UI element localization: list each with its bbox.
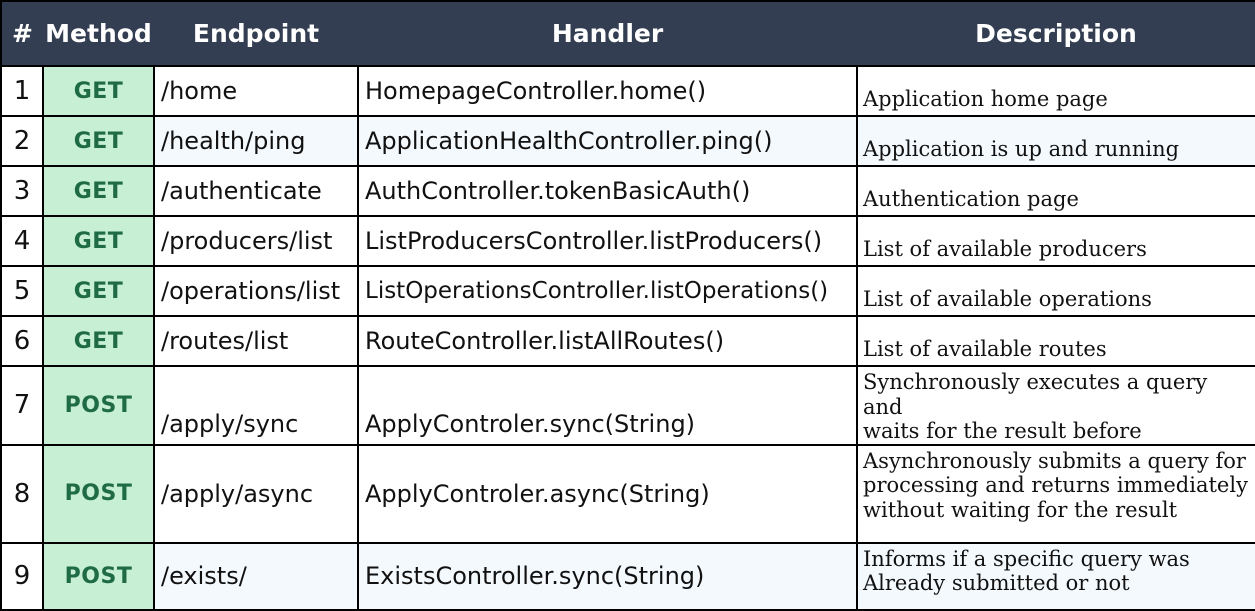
method-label: POST	[64, 392, 133, 418]
endpoint-path: /authenticate	[153, 165, 359, 217]
endpoint-path: /apply/async	[153, 443, 359, 544]
handler-method: HomepageController.home()	[357, 65, 858, 117]
method-label: POST	[64, 563, 133, 589]
method-badge: POST	[42, 443, 155, 544]
column-header-method: Method	[45, 19, 152, 48]
method-label: GET	[73, 228, 124, 254]
description-line: Synchronously executes a query and	[863, 370, 1208, 419]
table-header-row: # Method Endpoint Handler Description	[1, 1, 1255, 66]
row-number: 6	[0, 315, 44, 367]
description-line: List of available operations	[863, 287, 1152, 312]
endpoint-path: /operations/list	[153, 265, 359, 317]
endpoint-path: /home	[153, 65, 359, 117]
handler-method: ApplyControler.async(String)	[357, 443, 858, 544]
row-description: Application is up and running	[856, 115, 1255, 167]
method-badge: GET	[42, 65, 155, 117]
row-description: Application home page	[856, 65, 1255, 117]
method-badge: POST	[42, 541, 155, 611]
method-label: GET	[73, 278, 124, 304]
method-badge: GET	[42, 115, 155, 167]
method-label: GET	[73, 178, 124, 204]
description-line: Informs if a specific query was	[863, 546, 1190, 571]
row-number: 3	[0, 165, 44, 217]
row-description: List of available routes	[856, 315, 1255, 367]
row-description: Authentication page	[856, 165, 1255, 217]
method-label: POST	[64, 481, 133, 507]
row-description: List of available producers	[856, 215, 1255, 267]
row-number: 4	[0, 215, 44, 267]
table-row: 4 GET /producers/list ListProducersContr…	[0, 215, 1255, 267]
method-badge: GET	[42, 165, 155, 217]
row-number: 2	[0, 115, 44, 167]
description-line: Already submitted or not	[863, 571, 1130, 596]
description-line: Application is up and running	[863, 137, 1180, 162]
endpoint-path: /producers/list	[153, 215, 359, 267]
handler-method: ListOperationsController.listOperations(…	[357, 265, 858, 317]
table-row: 2 GET /health/ping ApplicationHealthCont…	[0, 115, 1255, 167]
description-line: without waiting for the result	[863, 497, 1178, 522]
description-line: Authentication page	[863, 187, 1079, 212]
column-header-handler: Handler	[551, 19, 664, 48]
method-label: GET	[73, 78, 124, 104]
table-body: 1 GET /home HomepageController.home() Ap…	[0, 65, 1255, 611]
endpoint-path: /exists/	[153, 541, 359, 611]
method-badge: GET	[42, 315, 155, 367]
description-line: Asynchronously submits a query for	[863, 448, 1246, 473]
row-description: Informs if a specific query was Already …	[856, 541, 1255, 611]
endpoint-path: /health/ping	[153, 115, 359, 167]
handler-method: ListProducersController.listProducers()	[357, 215, 858, 267]
table-row: 5 GET /operations/list ListOperationsCon…	[0, 265, 1255, 317]
table-row: 3 GET /authenticate AuthController.token…	[0, 165, 1255, 217]
description-line: Application home page	[863, 87, 1108, 112]
row-number: 9	[0, 541, 44, 611]
handler-method: AuthController.tokenBasicAuth()	[357, 165, 858, 217]
handler-method: ApplicationHealthController.ping()	[357, 115, 858, 167]
row-number: 7	[0, 365, 44, 446]
row-number: 5	[0, 265, 44, 317]
method-badge: GET	[42, 215, 155, 267]
column-header-description: Description	[975, 19, 1137, 48]
endpoint-path: /apply/sync	[153, 365, 359, 446]
row-description: List of available operations	[856, 265, 1255, 317]
handler-method: ApplyControler.sync(String)	[357, 365, 858, 446]
method-label: GET	[73, 128, 124, 154]
table-header: # Method Endpoint Handler Description	[1, 1, 1255, 66]
table-row: 6 GET /routes/list RouteController.listA…	[0, 315, 1255, 367]
description-line: List of available routes	[863, 337, 1107, 362]
row-description: Asynchronously submits a query for proce…	[856, 443, 1255, 544]
description-line: processing and returns immediately	[863, 473, 1248, 498]
handler-method: RouteController.listAllRoutes()	[357, 315, 858, 367]
table-row: 8 POST /apply/async ApplyControler.async…	[0, 443, 1255, 544]
row-number: 1	[0, 65, 44, 117]
table-row: 7 POST /apply/sync ApplyControler.sync(S…	[0, 365, 1255, 446]
row-number: 8	[0, 443, 44, 544]
endpoint-path: /routes/list	[153, 315, 359, 367]
description-line: List of available producers	[863, 237, 1147, 262]
method-badge: GET	[42, 265, 155, 317]
description-line: waits for the result before	[863, 419, 1142, 444]
method-badge: POST	[42, 365, 155, 446]
row-description: Synchronously executes a query and waits…	[856, 365, 1255, 446]
table-row: 1 GET /home HomepageController.home() Ap…	[0, 65, 1255, 117]
method-label: GET	[73, 328, 124, 354]
table-row: 9 POST /exists/ ExistsController.sync(St…	[0, 541, 1255, 611]
column-header-number: #	[12, 19, 33, 48]
column-header-endpoint: Endpoint	[192, 19, 320, 48]
handler-method: ExistsController.sync(String)	[357, 541, 858, 611]
